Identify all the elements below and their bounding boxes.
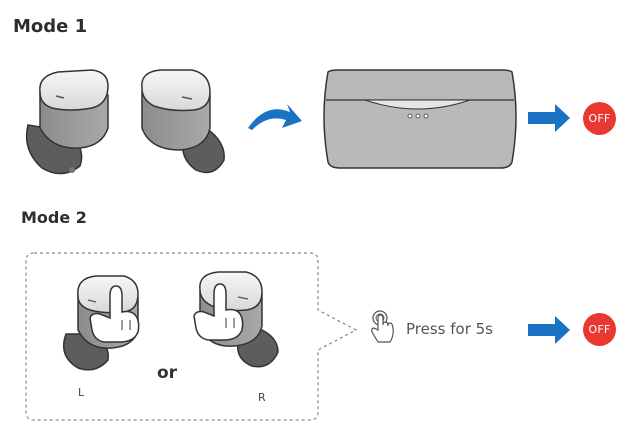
press-instruction: Press for 5s <box>406 320 493 338</box>
touch-hand-icon <box>371 310 394 343</box>
earbud-left-touch-icon <box>63 275 140 371</box>
off-badge-mode2: OFF <box>583 313 616 346</box>
left-earbud-label: L <box>78 386 85 399</box>
or-separator: or <box>157 363 178 383</box>
right-arrow-icon-2 <box>528 316 570 344</box>
earbud-right-touch-icon <box>193 271 279 368</box>
earbud-right-icon <box>141 69 225 174</box>
charging-case-icon <box>323 69 517 169</box>
right-arrow-icon-1 <box>528 104 570 132</box>
curved-arrow-icon <box>248 104 302 130</box>
earbud-left-icon <box>25 69 109 175</box>
mode1-title: Mode 1 <box>13 16 88 37</box>
mode2-title: Mode 2 <box>21 208 87 227</box>
off-badge-mode1: OFF <box>583 102 616 135</box>
right-earbud-label: R <box>258 391 266 404</box>
